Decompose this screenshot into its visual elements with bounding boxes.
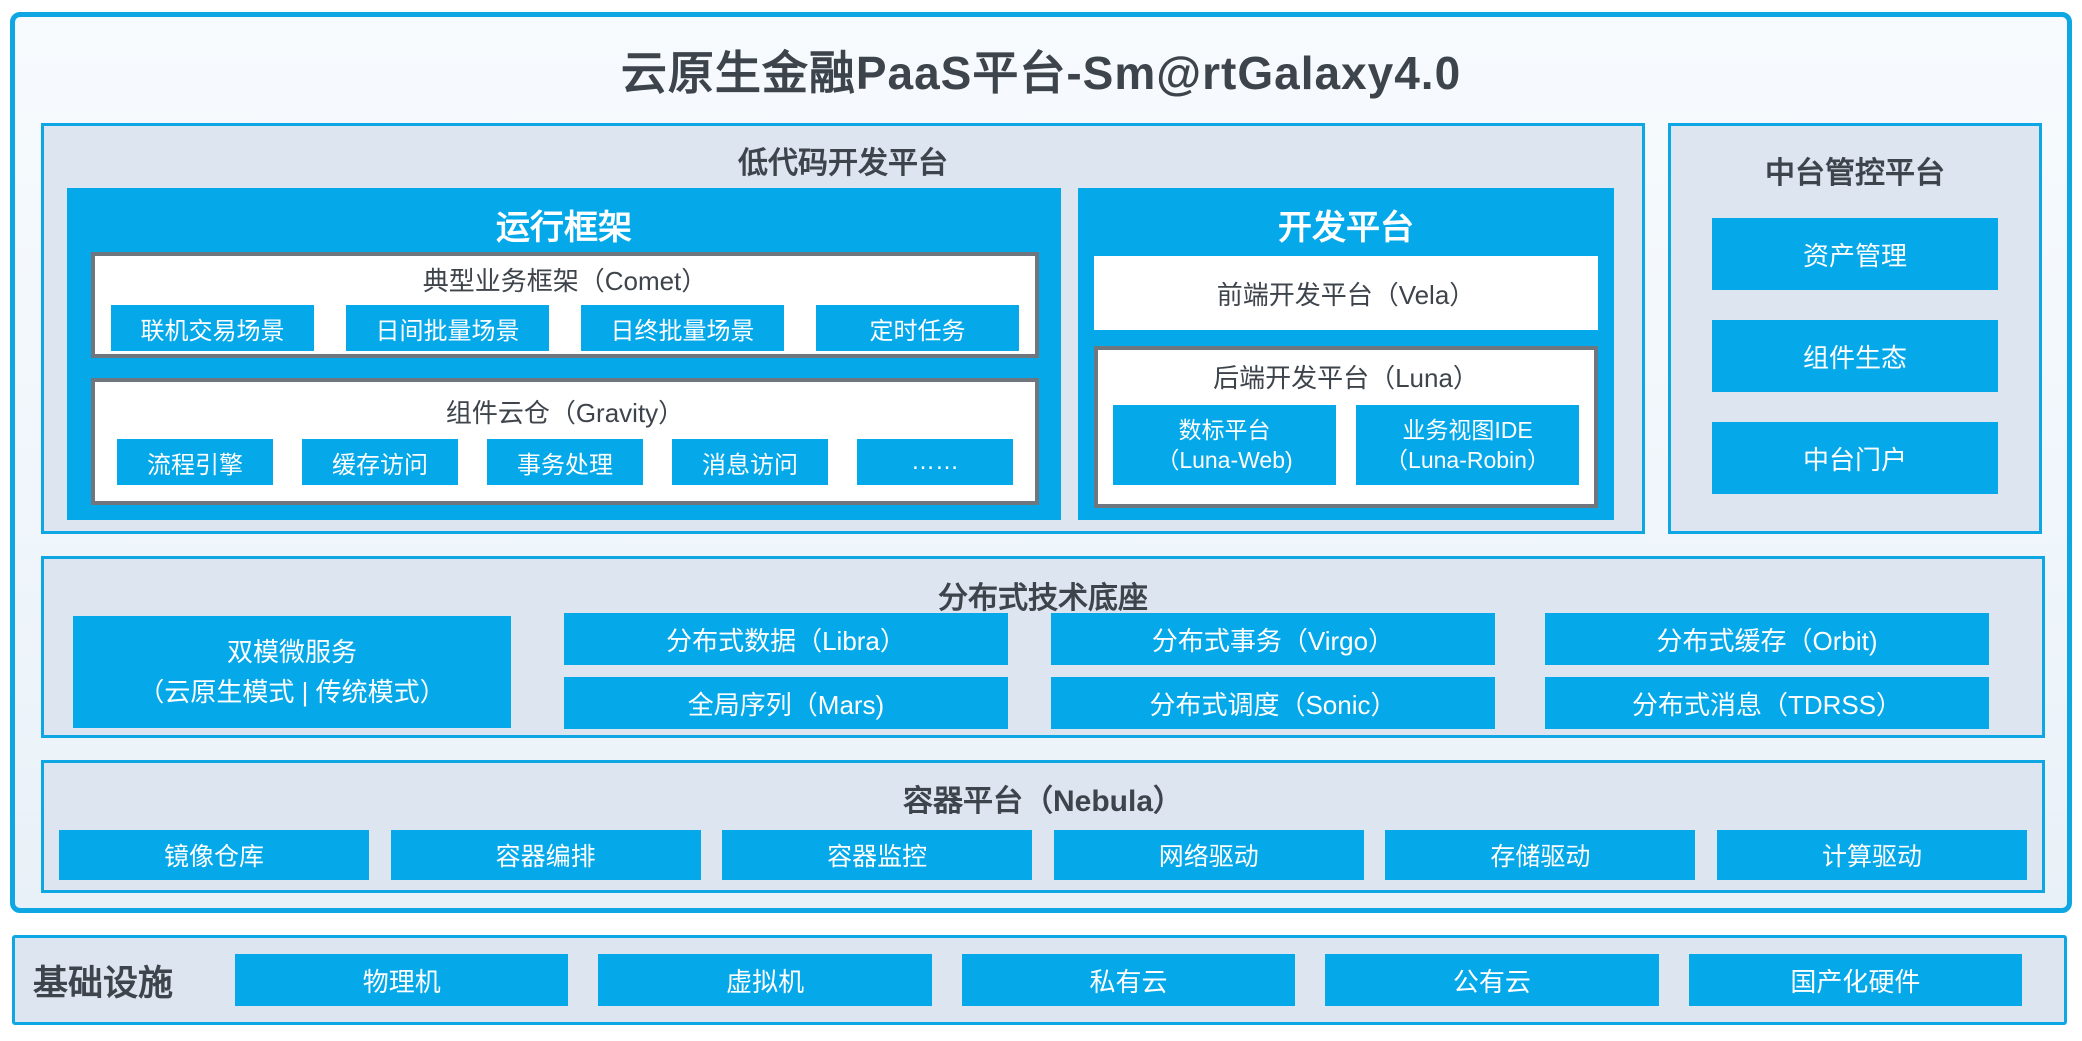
dual-mode-line2: （云原生模式 | 传统模式） bbox=[138, 677, 446, 707]
infra-item-domestic-hardware: 国产化硬件 bbox=[1688, 954, 2023, 1006]
infrastructure-button-row: 物理机 虚拟机 私有云 公有云 国产化硬件 bbox=[235, 954, 2023, 1006]
luna-item-luna-robin: 业务视图IDE （Luna-Robin） bbox=[1356, 405, 1579, 485]
panel-infrastructure: 基础设施 物理机 虚拟机 私有云 公有云 国产化硬件 bbox=[12, 935, 2067, 1025]
gravity-item-cache-access: 缓存访问 bbox=[302, 439, 458, 485]
gravity-title: 组件云仓（Gravity） bbox=[445, 398, 685, 428]
infra-item-private-cloud: 私有云 bbox=[961, 954, 1296, 1006]
nebula-item-storage-driver: 存储驱动 bbox=[1385, 830, 1696, 880]
panel-mid-platform-control: 中台管控平台 资产管理 组件生态 中台门户 bbox=[1668, 123, 2042, 534]
luna-title: 后端开发平台（Luna） bbox=[1213, 363, 1479, 393]
mid-item-component-ecosystem: 组件生态 bbox=[1712, 320, 1998, 392]
gravity-item-transaction: 事务处理 bbox=[487, 439, 643, 485]
panel-container-platform: 容器平台（Nebula） 镜像仓库 容器编排 容器监控 网络驱动 存储驱动 计算… bbox=[41, 760, 2045, 893]
nebula-item-compute-driver: 计算驱动 bbox=[1716, 830, 2027, 880]
panel-dev-platform: 开发平台 前端开发平台（Vela） 后端开发平台（Luna） 数标平台 （Lun… bbox=[1078, 188, 1614, 520]
nebula-item-network-driver: 网络驱动 bbox=[1053, 830, 1364, 880]
luna-robin-line1: 业务视图IDE bbox=[1402, 417, 1533, 443]
comet-button-row: 联机交易场景 日间批量场景 日终批量场景 定时任务 bbox=[95, 305, 1035, 351]
main-container: 云原生金融PaaS平台-Sm@rtGalaxy4.0 低代码开发平台 运行框架 … bbox=[10, 12, 2072, 913]
dist-item-distributed-cache-orbit: 分布式缓存（Orbit) bbox=[1545, 613, 1989, 665]
dist-item-global-sequence-mars: 全局序列（Mars) bbox=[564, 677, 1008, 729]
infrastructure-label: 基础设施 bbox=[33, 963, 174, 1003]
panel-runtime-framework: 运行框架 典型业务框架（Comet） 联机交易场景 日间批量场景 日终批量场景 … bbox=[67, 188, 1061, 520]
luna-web-line1: 数标平台 bbox=[1178, 417, 1271, 443]
nebula-item-container-monitoring: 容器监控 bbox=[722, 830, 1033, 880]
box-comet-framework: 典型业务框架（Comet） 联机交易场景 日间批量场景 日终批量场景 定时任务 bbox=[91, 252, 1039, 358]
gravity-item-message-access: 消息访问 bbox=[672, 439, 828, 485]
comet-item-eod-batch: 日终批量场景 bbox=[581, 305, 784, 351]
dual-mode-line1: 双模微服务 bbox=[226, 637, 357, 667]
runtime-framework-title: 运行框架 bbox=[496, 209, 632, 247]
nebula-item-image-registry: 镜像仓库 bbox=[59, 830, 369, 880]
comet-item-online-trading: 联机交易场景 bbox=[111, 305, 314, 351]
dist-item-dual-mode-microservice: 双模微服务 （云原生模式 | 传统模式） bbox=[73, 616, 511, 728]
luna-button-row: 数标平台 （Luna-Web) 业务视图IDE （Luna-Robin） bbox=[1098, 405, 1594, 485]
infra-item-public-cloud: 公有云 bbox=[1325, 954, 1659, 1006]
distributed-heading: 分布式技术底座 bbox=[938, 582, 1148, 615]
page-title: 云原生金融PaaS平台-Sm@rtGalaxy4.0 bbox=[620, 47, 1462, 99]
comet-title: 典型业务框架（Comet） bbox=[422, 266, 708, 296]
dist-item-distributed-scheduling-sonic: 分布式调度（Sonic） bbox=[1051, 677, 1495, 729]
gravity-button-row: 流程引擎 缓存访问 事务处理 消息访问 …… bbox=[95, 439, 1035, 485]
box-vela-frontend: 前端开发平台（Vela） bbox=[1094, 256, 1598, 330]
luna-item-luna-web: 数标平台 （Luna-Web) bbox=[1113, 405, 1336, 485]
infra-item-physical-machine: 物理机 bbox=[235, 954, 569, 1006]
nebula-item-container-orchestration: 容器编排 bbox=[390, 830, 701, 880]
dist-item-distributed-transaction-virgo: 分布式事务（Virgo） bbox=[1051, 613, 1495, 665]
mid-platform-heading: 中台管控平台 bbox=[1765, 157, 1945, 190]
gravity-item-process-engine: 流程引擎 bbox=[117, 439, 273, 485]
box-gravity-warehouse: 组件云仓（Gravity） 流程引擎 缓存访问 事务处理 消息访问 …… bbox=[91, 378, 1039, 505]
comet-item-daytime-batch: 日间批量场景 bbox=[346, 305, 549, 351]
mid-item-mid-platform-portal: 中台门户 bbox=[1712, 422, 1998, 494]
mid-item-asset-management: 资产管理 bbox=[1712, 218, 1998, 290]
comet-item-scheduled-task: 定时任务 bbox=[816, 305, 1019, 351]
infra-item-virtual-machine: 虚拟机 bbox=[598, 954, 932, 1006]
box-luna-backend: 后端开发平台（Luna） 数标平台 （Luna-Web) 业务视图IDE （Lu… bbox=[1094, 346, 1598, 508]
luna-robin-line2: （Luna-Robin） bbox=[1385, 447, 1550, 473]
panel-distributed-tech-base: 分布式技术底座 双模微服务 （云原生模式 | 传统模式） 分布式数据（Libra… bbox=[41, 556, 2045, 738]
container-platform-heading: 容器平台（Nebula） bbox=[902, 785, 1184, 818]
dist-item-distributed-message-tdrss: 分布式消息（TDRSS） bbox=[1545, 677, 1989, 729]
luna-web-line2: （Luna-Web) bbox=[1156, 447, 1293, 473]
gravity-item-more: …… bbox=[857, 439, 1013, 485]
container-platform-button-row: 镜像仓库 容器编排 容器监控 网络驱动 存储驱动 计算驱动 bbox=[59, 830, 2027, 880]
panel-low-code: 低代码开发平台 运行框架 典型业务框架（Comet） 联机交易场景 日间批量场景… bbox=[41, 123, 1645, 534]
low-code-panel-heading: 低代码开发平台 bbox=[738, 147, 948, 180]
dist-item-distributed-data-libra: 分布式数据（Libra） bbox=[564, 613, 1008, 665]
dev-platform-title: 开发平台 bbox=[1278, 209, 1414, 247]
